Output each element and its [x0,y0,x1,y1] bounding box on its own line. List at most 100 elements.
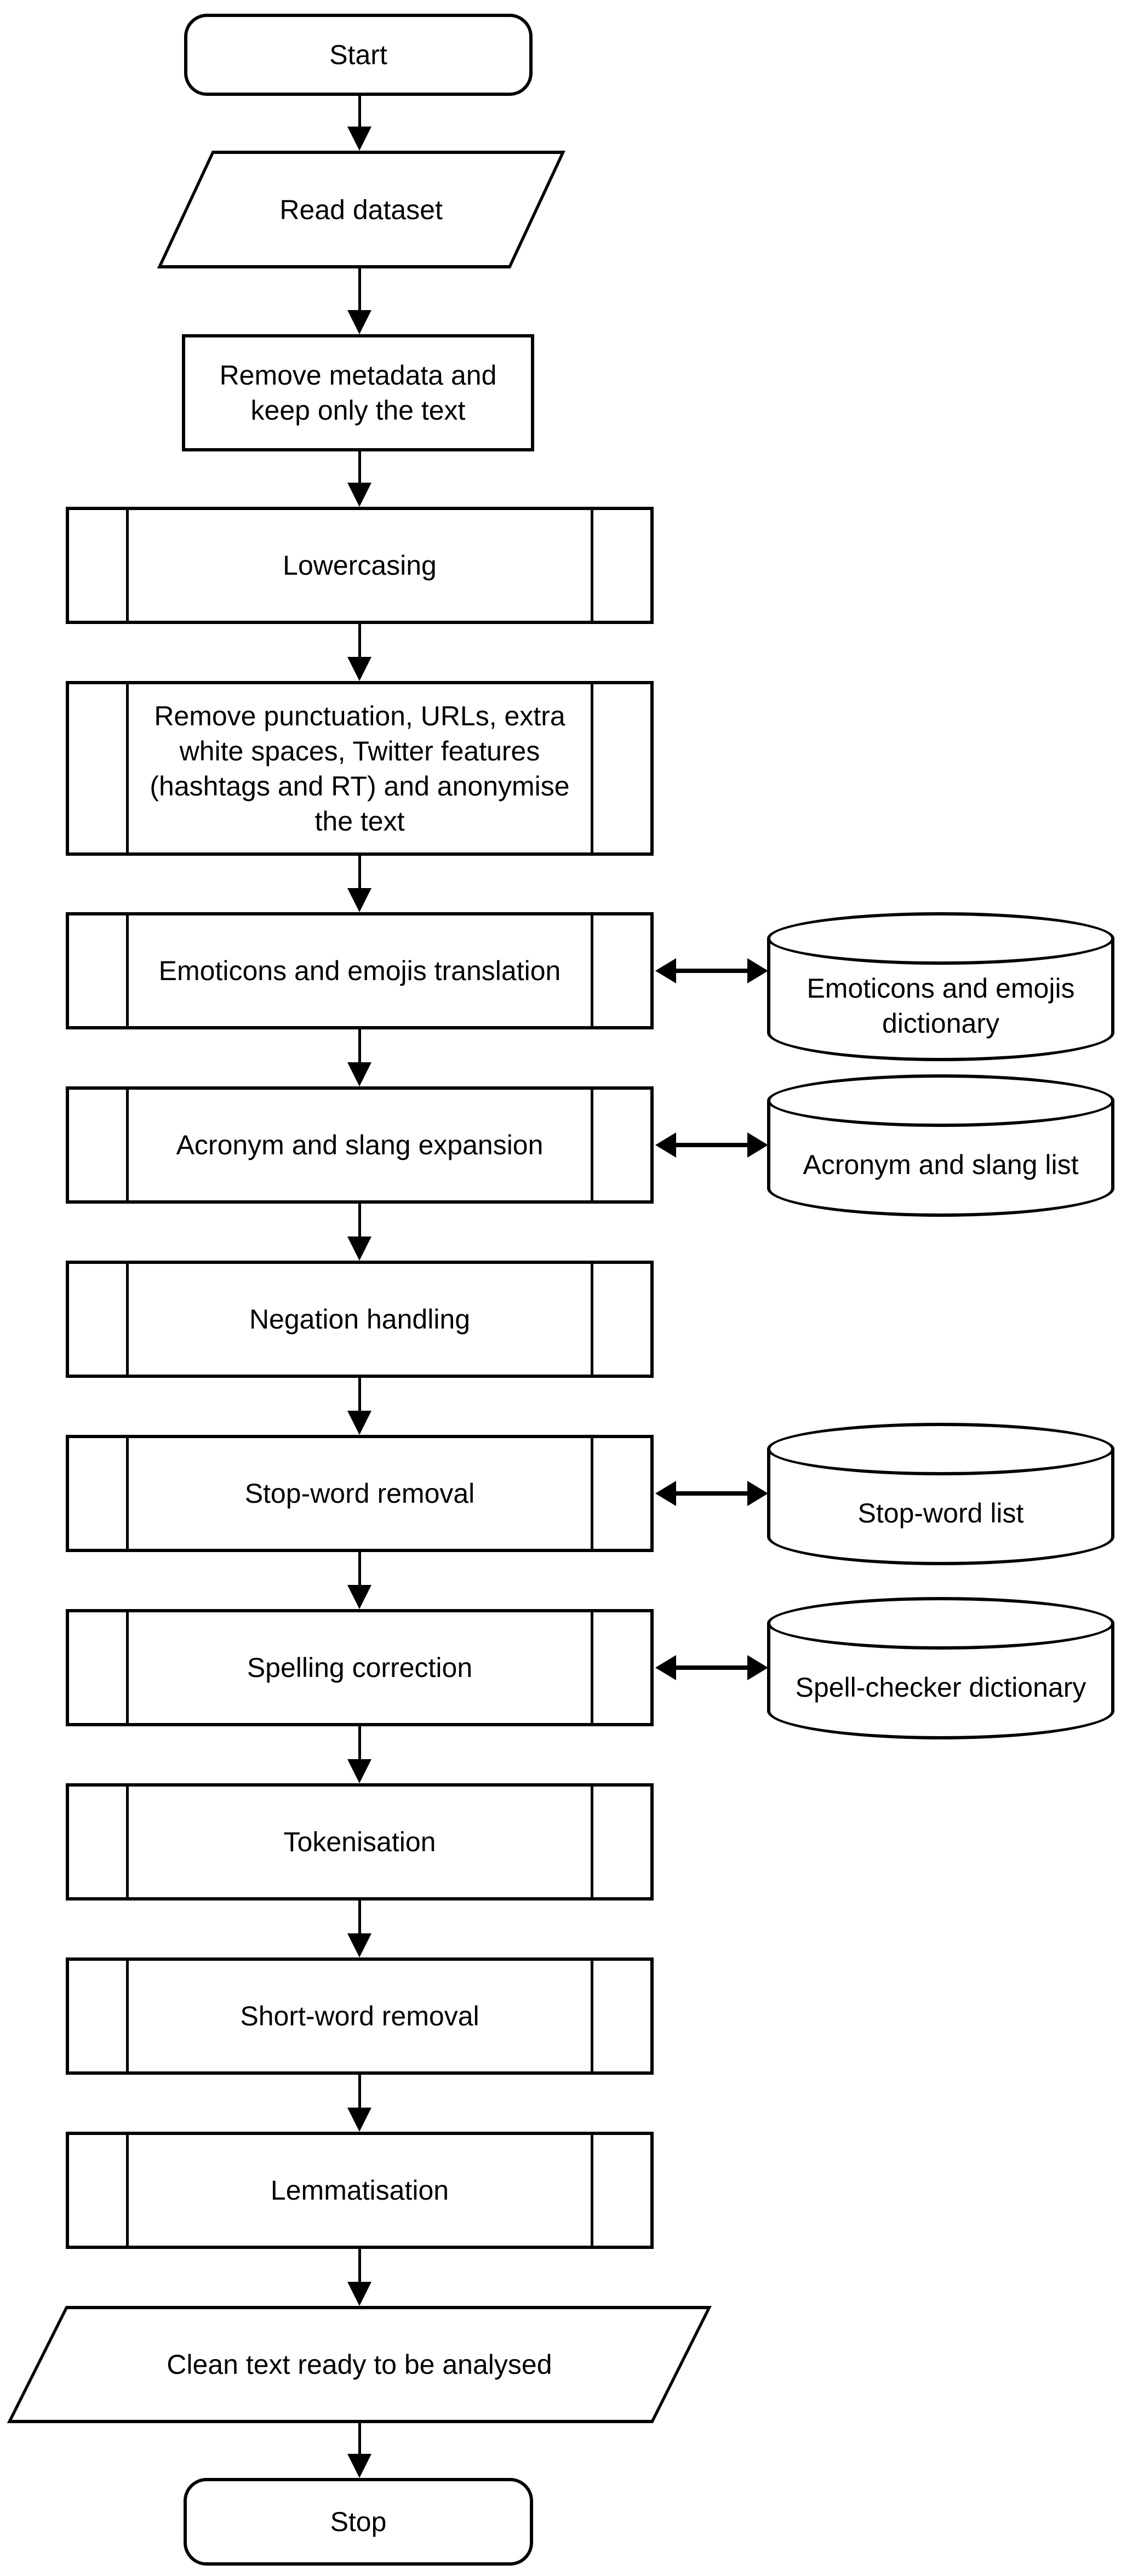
predefined-right-bar [591,1612,593,1723]
arrowhead-down-icon [347,657,371,681]
flow-arrow-cleantext-to-stop [347,2423,371,2478]
datastore-stopword-list-label: Stop-word list [857,1498,1024,1529]
arrowhead-left-icon [655,958,676,983]
arrow-shaft [358,1552,361,1585]
bidirectional-arrow-spelling [655,1655,768,1680]
arrowhead-right-icon [747,1132,768,1158]
node-lemmatisation: Lemmatisation [66,2132,654,2249]
arrowhead-down-icon [347,888,371,912]
predefined-right-bar [591,2135,593,2246]
node-negation-handling-label: Negation handling [249,1304,471,1335]
node-lowercasing: Lowercasing [66,507,654,624]
node-stop: Stop [184,2478,533,2566]
flow-arrow-punctuation-to-emoticons [347,856,371,912]
datastore-spellchecker-dictionary: Spell-checker dictionary [767,1597,1114,1739]
predefined-right-bar [591,1961,593,2071]
predefined-right-bar [591,915,593,1026]
bidirectional-arrow-emoticons [655,958,768,983]
node-acronym-expansion-label: Acronym and slang expansion [176,1130,544,1160]
datastore-acronym-slang-list: Acronym and slang list [767,1074,1114,1217]
arrowhead-down-icon [347,1062,371,1086]
node-remove-metadata: Remove metadata and keep only the text [182,334,534,451]
datastore-spellchecker-dictionary-label: Spell-checker dictionary [795,1672,1086,1703]
node-lowercasing-label: Lowercasing [283,550,437,581]
arrowhead-left-icon [655,1132,676,1158]
flow-arrow-metadata-to-lowercasing [347,451,371,507]
arrow-shaft [358,624,361,657]
arrowhead-down-icon [347,1759,371,1783]
bidirectional-arrow-stopword [655,1481,768,1506]
arrow-shaft [358,2249,361,2282]
bidirectional-arrow-acronym [655,1132,768,1158]
flow-arrow-lowercasing-to-punctuation [347,624,371,681]
arrowhead-down-icon [347,127,371,151]
node-remove-metadata-label: Remove metadata and keep only the text [219,360,497,426]
datastore-emoticons-dictionary: Emoticons and emojis dictionary [767,912,1114,1061]
flow-arrow-start-to-read [347,96,371,151]
arrow-shaft [358,2075,361,2108]
predefined-right-bar [591,510,593,621]
cylinder-top-ellipse [767,1597,1114,1650]
node-negation-handling: Negation handling [66,1261,654,1378]
arrowhead-down-icon [347,1933,371,1957]
arrowhead-left-icon [655,1655,676,1680]
arrow-shaft [358,1378,361,1411]
predefined-right-bar [591,684,593,852]
node-clean-text-label: Clean text ready to be analysed [167,2349,552,2380]
node-tokenisation-label: Tokenisation [283,1827,436,1857]
node-shortword-removal-label: Short-word removal [240,2001,479,2031]
arrow-shaft [358,1900,361,1933]
arrow-shaft [676,1665,747,1670]
predefined-left-bar [126,684,129,852]
arrowhead-right-icon [747,1481,768,1506]
predefined-right-bar [591,1090,593,1200]
node-clean-text: Clean text ready to be analysed [7,2306,712,2423]
node-acronym-expansion: Acronym and slang expansion [66,1086,654,1204]
arrow-shaft [358,1029,361,1062]
predefined-right-bar [591,1438,593,1549]
node-lemmatisation-label: Lemmatisation [270,2175,449,2206]
predefined-left-bar [126,510,129,621]
datastore-acronym-slang-list-label: Acronym and slang list [803,1149,1079,1180]
arrowhead-down-icon [347,1585,371,1609]
node-spelling-correction: Spelling correction [66,1609,654,1726]
arrow-shaft [676,969,747,973]
node-start-label: Start [329,39,387,70]
node-start: Start [184,14,533,96]
node-read-dataset: Read dataset [157,151,565,268]
flow-arrow-emoticons-to-acronym [347,1029,371,1086]
cylinder-top-ellipse [767,912,1114,965]
predefined-left-bar [126,2135,129,2246]
arrow-shaft [358,856,361,888]
flow-arrow-negation-to-stopword [347,1378,371,1435]
datastore-stopword-list: Stop-word list [767,1423,1114,1565]
predefined-left-bar [126,1090,129,1200]
arrow-shaft [676,1491,747,1496]
arrow-shaft [358,2423,361,2454]
flow-arrow-shortword-to-lemmatisation [347,2075,371,2132]
predefined-left-bar [126,915,129,1026]
arrow-shaft [358,451,361,483]
flow-arrow-tokenisation-to-shortword [347,1900,371,1957]
predefined-left-bar [126,1612,129,1723]
predefined-left-bar [126,1787,129,1897]
node-stopword-removal: Stop-word removal [66,1435,654,1552]
arrowhead-down-icon [347,1237,371,1261]
flow-arrow-stopword-to-spelling [347,1552,371,1609]
cylinder-top-ellipse [767,1423,1114,1475]
arrowhead-down-icon [347,2108,371,2132]
predefined-left-bar [126,1264,129,1375]
arrowhead-left-icon [655,1481,676,1506]
cylinder-top-ellipse [767,1074,1114,1127]
arrow-shaft [358,268,361,310]
predefined-right-bar [591,1264,593,1375]
node-shortword-removal: Short-word removal [66,1957,654,2075]
node-remove-punctuation: Remove punctuation, URLs, extra white sp… [66,681,654,856]
arrowhead-down-icon [347,2454,371,2478]
flow-arrow-acronym-to-negation [347,1204,371,1261]
node-stopword-removal-label: Stop-word removal [244,1478,475,1509]
node-emoticons-translation: Emoticons and emojis translation [66,912,654,1029]
arrowhead-down-icon [347,1411,371,1435]
node-tokenisation: Tokenisation [66,1783,654,1900]
node-read-dataset-label: Read dataset [279,194,443,225]
